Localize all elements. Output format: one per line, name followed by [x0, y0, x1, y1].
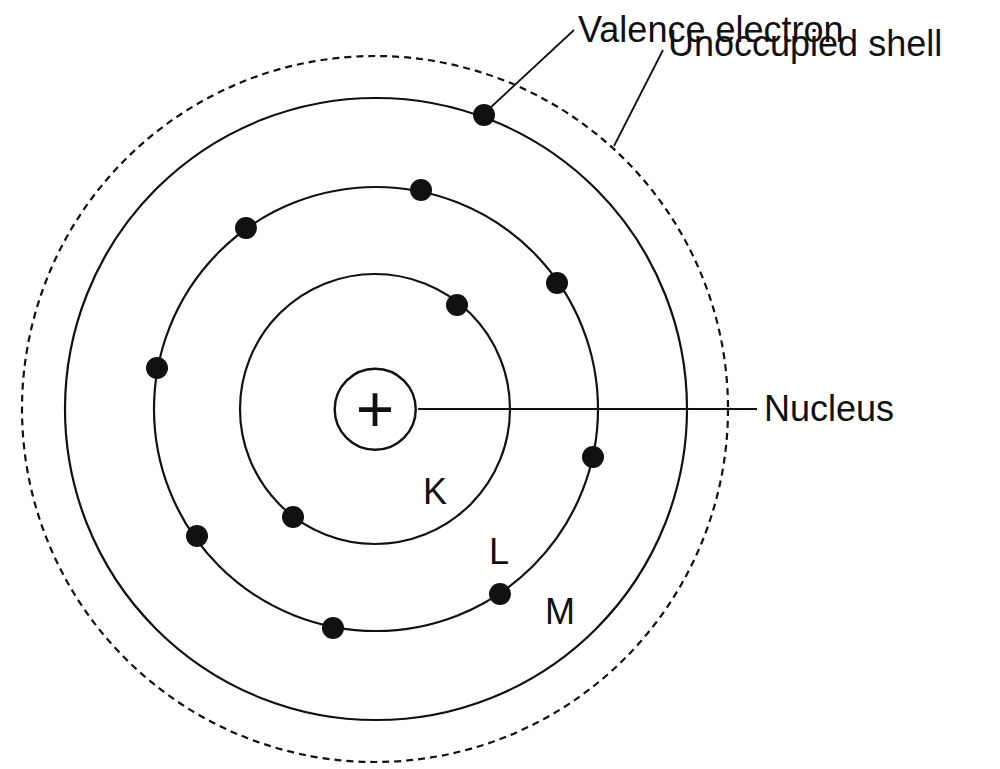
electron	[410, 179, 432, 201]
electron	[186, 525, 208, 547]
electron	[446, 294, 468, 316]
shell-letter: M	[545, 592, 575, 632]
electron	[235, 217, 257, 239]
shell-letter: K	[423, 472, 447, 512]
electron	[282, 506, 304, 528]
nucleus-sign: +	[356, 376, 395, 442]
electron	[489, 583, 511, 605]
shell-letter: L	[489, 532, 509, 572]
nucleus-circle: +	[333, 367, 417, 451]
electron	[546, 272, 568, 294]
leader-line	[418, 408, 757, 410]
electron	[322, 617, 344, 639]
callout-label: Unoccupied shell	[668, 24, 942, 64]
electron	[582, 446, 604, 468]
leader-line	[490, 30, 574, 108]
leader-line	[614, 50, 663, 146]
callout-label: Nucleus	[764, 389, 894, 429]
electron	[146, 357, 168, 379]
nucleus-outline	[334, 368, 415, 449]
